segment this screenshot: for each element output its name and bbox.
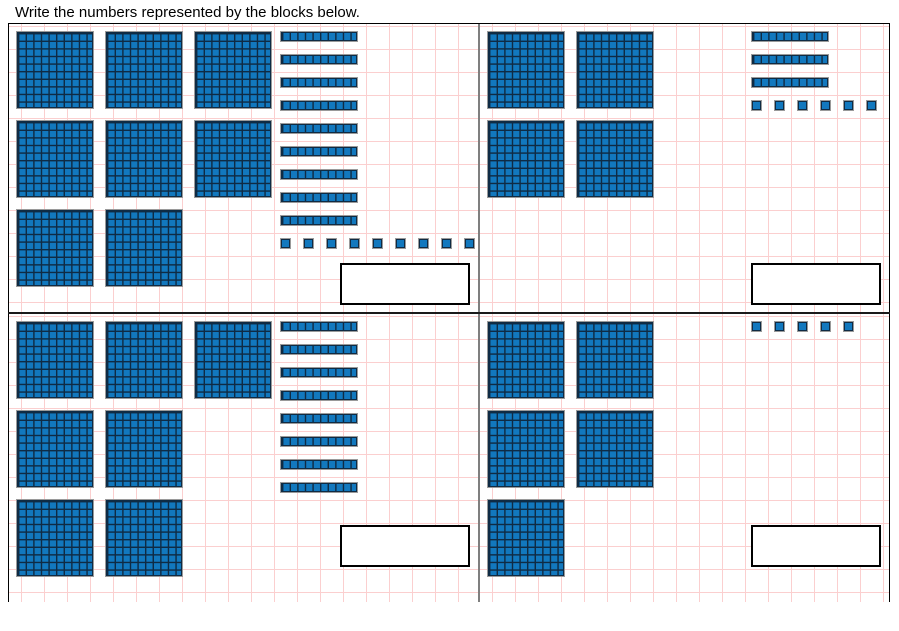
problem-1-panel [9, 24, 478, 312]
hundred-flat [16, 31, 94, 109]
ten-rod [280, 123, 358, 134]
ten-rod [280, 215, 358, 226]
ten-rod [280, 459, 358, 470]
hundred-flat [487, 321, 565, 399]
hundred-flat [16, 410, 94, 488]
ten-rod [280, 482, 358, 493]
problem-2-blocks [480, 24, 889, 312]
ten-rod [280, 413, 358, 424]
one-unit [751, 100, 762, 111]
hundred-flat [487, 499, 565, 577]
problem-3-panel [9, 314, 478, 602]
hundred-flat [105, 499, 183, 577]
one-unit [280, 238, 291, 249]
one-unit [418, 238, 429, 249]
one-unit [395, 238, 406, 249]
problem-4-blocks [480, 314, 889, 602]
ten-rod [280, 54, 358, 65]
one-unit [843, 100, 854, 111]
one-unit [774, 321, 785, 332]
one-unit [820, 321, 831, 332]
hundred-flat [487, 410, 565, 488]
one-unit [326, 238, 337, 249]
ten-rod [280, 169, 358, 180]
hundred-flat [487, 120, 565, 198]
one-unit [774, 100, 785, 111]
answer-box-4[interactable] [751, 525, 881, 567]
hundred-flat [16, 321, 94, 399]
ten-rod [280, 436, 358, 447]
page-title: Write the numbers represented by the blo… [15, 3, 360, 21]
hundred-flat [105, 120, 183, 198]
one-unit [372, 238, 383, 249]
hundred-flat [487, 31, 565, 109]
hundred-flat [16, 209, 94, 287]
hundred-flat [576, 410, 654, 488]
one-unit [441, 238, 452, 249]
answer-box-3[interactable] [340, 525, 470, 567]
hundred-flat [105, 321, 183, 399]
problem-1-blocks [9, 24, 478, 312]
hundred-flat [105, 209, 183, 287]
hundred-flat [194, 31, 272, 109]
worksheet-title-bar: Write the numbers represented by the blo… [8, 1, 890, 24]
ten-rod [280, 390, 358, 401]
ten-rod [280, 344, 358, 355]
ten-rod [751, 54, 829, 65]
one-unit [464, 238, 475, 249]
ten-rod [751, 31, 829, 42]
ten-rod [280, 77, 358, 88]
ten-rod [280, 31, 358, 42]
one-unit [303, 238, 314, 249]
ten-rod [280, 321, 358, 332]
one-unit [866, 100, 877, 111]
hundred-flat [576, 321, 654, 399]
problem-4-panel [480, 314, 889, 602]
hundred-flat [16, 499, 94, 577]
one-unit [820, 100, 831, 111]
quadrant-divider-horizontal [8, 312, 890, 314]
hundred-flat [576, 120, 654, 198]
hundred-flat [194, 321, 272, 399]
ten-rod [280, 100, 358, 111]
one-unit [843, 321, 854, 332]
one-unit [349, 238, 360, 249]
ten-rod [280, 146, 358, 157]
hundred-flat [105, 31, 183, 109]
hundred-flat [194, 120, 272, 198]
hundred-flat [105, 410, 183, 488]
answer-box-1[interactable] [340, 263, 470, 305]
problem-3-blocks [9, 314, 478, 602]
answer-box-2[interactable] [751, 263, 881, 305]
ten-rod [280, 192, 358, 203]
problem-2-panel [480, 24, 889, 312]
one-unit [751, 321, 762, 332]
hundred-flat [576, 31, 654, 109]
hundred-flat [16, 120, 94, 198]
ten-rod [280, 367, 358, 378]
ten-rod [751, 77, 829, 88]
one-unit [797, 321, 808, 332]
one-unit [797, 100, 808, 111]
